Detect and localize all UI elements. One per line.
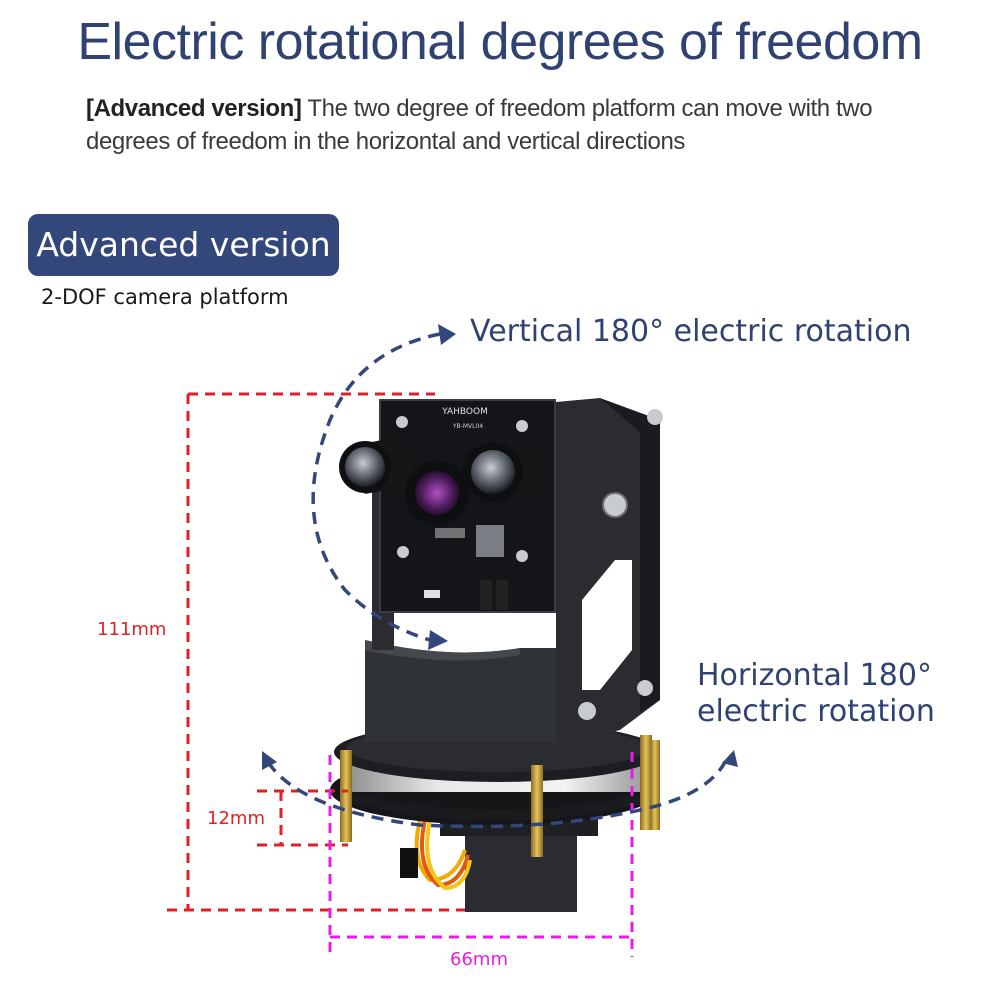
product-subtitle: 2-DOF camera platform	[41, 285, 289, 309]
height-dimension-label: 111mm	[97, 619, 167, 640]
brand-logo: YAHBOOM	[441, 407, 488, 417]
horizontal-arrowhead-right-icon	[722, 750, 738, 767]
horizontal-rotation-line1: Horizontal 180°	[697, 658, 932, 693]
servo-wires-icon	[400, 819, 472, 891]
height-dimension-lines	[167, 392, 465, 912]
description: [Advanced version] The two degree of fre…	[86, 92, 946, 158]
camera-lens-icon	[405, 461, 469, 525]
horizontal-rotation-arrow-icon	[266, 761, 727, 829]
vertical-rotation-label: Vertical 180° electric rotation	[470, 314, 912, 349]
version-badge: Advanced version	[28, 214, 339, 276]
pan-bracket-icon	[365, 640, 575, 742]
model-label: YB-MVL04	[452, 423, 483, 430]
brass-standoff-icon	[340, 735, 660, 857]
vertical-rotation-arrow-icon	[311, 332, 441, 642]
vertical-arrowhead-top-icon	[438, 324, 456, 345]
standoff-dimension-label: 12mm	[207, 808, 265, 829]
horizontal-rotation-line2: electric rotation	[697, 694, 935, 729]
tilt-bracket-right-icon	[556, 398, 663, 742]
width-dimension-lines	[328, 752, 634, 957]
horizontal-rotation-label: Horizontal 180° electric rotation	[697, 658, 935, 730]
ir-lamp-right-icon	[463, 440, 545, 502]
camera-board-icon: YAHBOOM YB-MVL04	[379, 399, 556, 613]
ir-lamp-left-icon	[339, 436, 414, 494]
horizontal-arrowhead-left-icon	[262, 751, 277, 770]
description-text: The two degree of freedom platform can m…	[86, 95, 873, 155]
vertical-arrowhead-bottom-icon	[428, 630, 448, 650]
width-dimension-label: 66mm	[450, 949, 508, 970]
page-title: Electric rotational degrees of freedom	[77, 13, 923, 71]
description-bold: [Advanced version]	[86, 95, 302, 122]
